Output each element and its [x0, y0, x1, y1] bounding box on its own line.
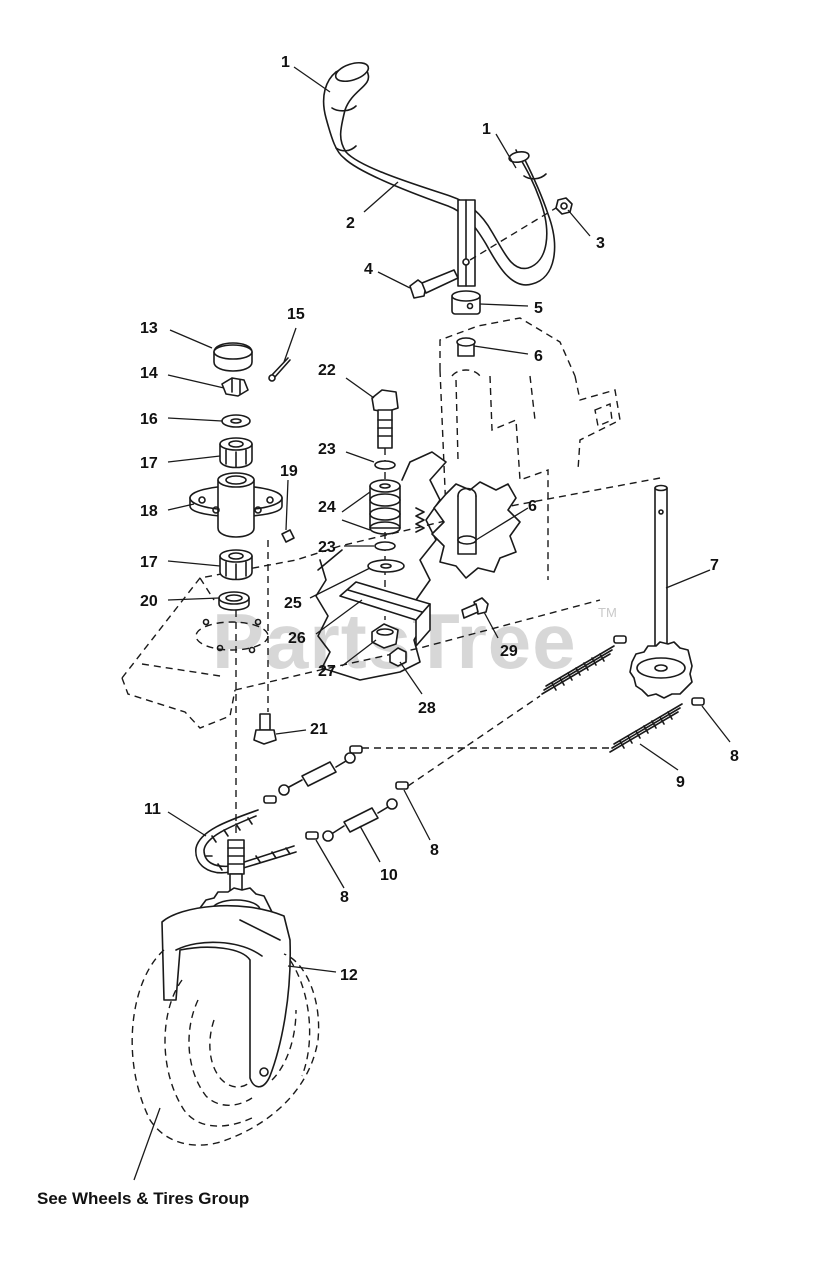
master-link-8-left: [263, 795, 319, 840]
castle-nut-14: [221, 377, 249, 397]
callout-2: 2: [346, 215, 355, 232]
callout-23: 23: [318, 441, 336, 458]
rubber-spacers-24: [369, 479, 401, 535]
bushing-6-lower: [457, 487, 477, 555]
callout-20: 20: [140, 593, 158, 610]
callout-8: 8: [730, 748, 739, 765]
callout-17: 17: [140, 554, 158, 571]
callout-1: 1: [482, 121, 491, 138]
washer-23-top: [374, 460, 396, 470]
master-link-8-right: [613, 635, 705, 706]
washer-16: [221, 414, 251, 428]
callout-8: 8: [340, 889, 349, 906]
leader-lines: [133, 66, 731, 1181]
callout-26: 26: [288, 630, 306, 647]
callout-18: 18: [140, 503, 158, 520]
callout-21: 21: [310, 721, 328, 738]
callout-11: 11: [144, 801, 161, 818]
watermark-trademark: TM: [598, 605, 617, 620]
callout-28: 28: [418, 700, 436, 717]
nut-27: [371, 623, 399, 649]
callout-29: 29: [500, 643, 518, 660]
bracket-26: [339, 581, 431, 647]
bolt-4: [409, 269, 459, 299]
callout-8: 8: [430, 842, 439, 859]
callout-9: 9: [676, 774, 685, 791]
sprocket-shaft-7: [629, 484, 693, 699]
washer-23-bottom: [374, 541, 396, 551]
bolt-21: [253, 713, 277, 745]
bolt-22: [371, 389, 399, 449]
callout-5: 5: [534, 300, 543, 317]
callout-6: 6: [534, 348, 543, 365]
callout-6: 6: [528, 498, 537, 515]
callout-10: 10: [380, 867, 398, 884]
callout-27: 27: [318, 663, 336, 680]
callout-labels: 1 1 2 3 4 5 6 6 7 8 8 8 9 10 11 12 13 14…: [140, 54, 739, 984]
bearing-17-top: [219, 437, 253, 469]
cotter-pin-15: [268, 357, 291, 382]
dust-cap-13: [213, 342, 253, 372]
bearing-17-bottom: [219, 549, 253, 581]
callout-12: 12: [340, 967, 358, 984]
chain-11: [195, 809, 297, 874]
turnbuckle-10-lower: [322, 798, 398, 842]
wheel-outline: [131, 949, 320, 1146]
callout-13: 13: [140, 320, 158, 337]
chain-upper-segment: [541, 645, 615, 695]
callout-1: 1: [281, 54, 290, 71]
callout-14: 14: [140, 365, 158, 382]
callout-24: 24: [318, 499, 336, 516]
nut-28: [389, 647, 407, 667]
callout-4: 4: [364, 261, 373, 278]
callout-25: 25: [284, 595, 302, 612]
steering-handle: [322, 61, 556, 287]
collar-5: [451, 290, 481, 315]
washer-25: [367, 559, 405, 573]
grease-fitting-19: [281, 529, 295, 543]
wheels-tires-reference[interactable]: See Wheels & Tires Group: [37, 1189, 249, 1208]
master-link-8-center: [349, 745, 409, 790]
callout-17: 17: [140, 455, 158, 472]
callout-16: 16: [140, 411, 158, 428]
bushing-6-top: [456, 337, 476, 357]
callout-19: 19: [280, 463, 298, 480]
bolt-29: [461, 597, 489, 619]
turnbuckle-10-upper: [278, 752, 356, 796]
hub-18: [189, 472, 283, 538]
callout-3: 3: [596, 235, 605, 252]
callout-23: 23: [318, 539, 336, 556]
chain-9-segment: [609, 703, 683, 753]
callout-7: 7: [710, 557, 719, 574]
callout-22: 22: [318, 362, 336, 379]
caster-fork-12: [161, 904, 292, 1088]
spring: [415, 507, 425, 533]
callout-15: 15: [287, 306, 305, 323]
